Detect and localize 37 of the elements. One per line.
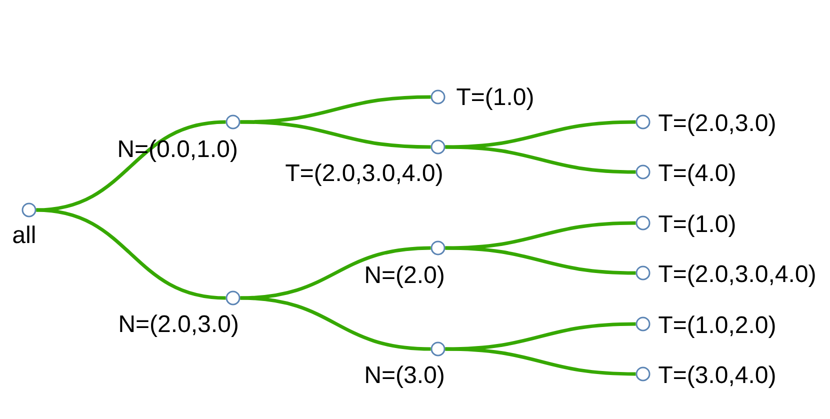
- node-label: T=(3.0,4.0): [658, 366, 775, 388]
- link-curve: [445, 145, 636, 174]
- tree-node-circle: [226, 114, 240, 130]
- link-curve: [36, 120, 226, 212]
- node-label: N=(2.0,3.0): [120, 314, 238, 337]
- node-label: T=(2.0,3.0,4.0): [658, 264, 815, 287]
- node-label: T=(1.0,2.0): [658, 316, 775, 338]
- link-curve: [36, 208, 226, 300]
- tree-node-circle: [430, 140, 446, 154]
- link-curve: [240, 95, 431, 124]
- node-label: T=(4.0): [658, 164, 735, 186]
- node-label: N=(3.0): [366, 366, 444, 388]
- tree-node-circle: [636, 266, 650, 280]
- link-curve: [445, 322, 636, 351]
- node-label: N=(2.0): [366, 266, 444, 288]
- link-curve: [445, 347, 636, 376]
- node-label: T=(2.0,3.0,4.0): [286, 164, 442, 186]
- tree-node-circle: [430, 90, 446, 104]
- tree-node-circle: [22, 202, 36, 218]
- tree-node-circle: [636, 216, 650, 230]
- tree-node-circle: [636, 114, 650, 130]
- link-curve: [240, 246, 431, 300]
- node-label: T=(1.0): [456, 88, 533, 110]
- node-label: T=(2.0,3.0): [658, 114, 775, 136]
- link-curve: [445, 221, 636, 250]
- node-label: all: [13, 226, 35, 244]
- tree-node-circle: [226, 290, 240, 306]
- link-curve: [240, 120, 431, 149]
- link-curve: [240, 296, 431, 351]
- tree-node-circle: [430, 342, 446, 356]
- link-curve: [445, 246, 636, 275]
- tree-node-circle: [636, 316, 650, 332]
- tree-node-circle: [430, 240, 446, 256]
- tree-node-circle: [636, 366, 650, 382]
- link-curve: [445, 120, 636, 149]
- node-label: T=(1.0): [658, 214, 735, 237]
- tree-node-circle: [636, 164, 650, 180]
